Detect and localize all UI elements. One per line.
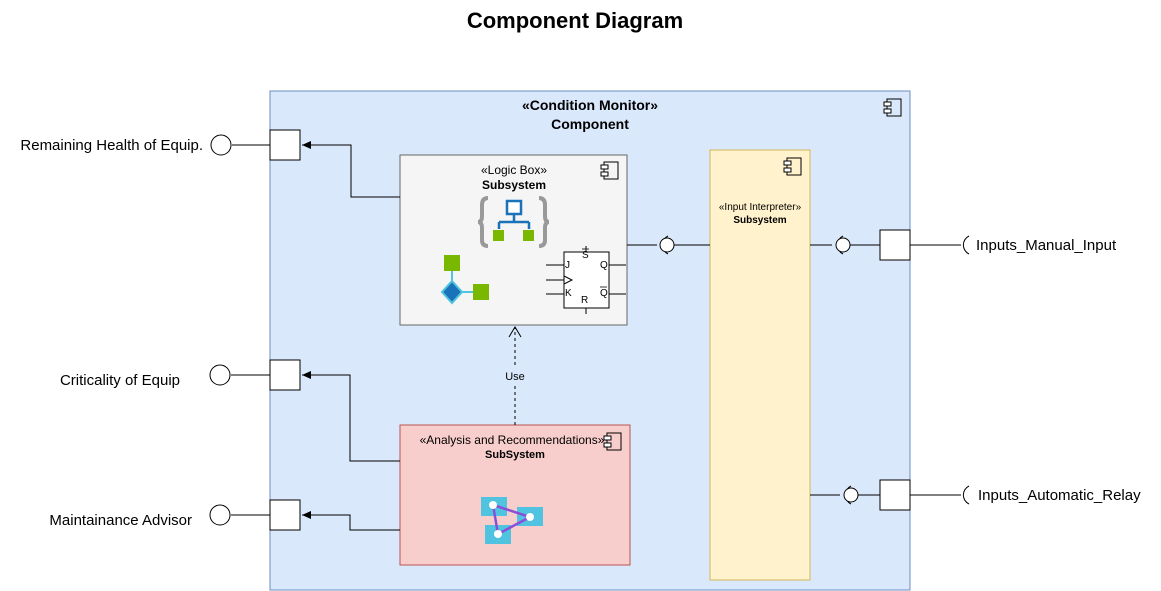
flip-flop-q-label: Q (600, 260, 608, 271)
port-manual-input[interactable] (879, 229, 911, 261)
port-criticality[interactable] (269, 359, 301, 391)
connector-analysis-to-maintainance[interactable] (302, 511, 400, 531)
connector-analysis-to-criticality[interactable] (302, 371, 400, 462)
provided-interface-ball[interactable] (659, 237, 675, 253)
provided-interface-lollipop[interactable] (209, 364, 231, 386)
logic-box-name: Subsystem (482, 178, 546, 192)
provided-interface-ball[interactable] (843, 487, 859, 503)
input-interpreter-stereotype: «Input Interpreter» (719, 202, 802, 213)
component-icon (883, 98, 902, 117)
decision-icon (440, 255, 489, 305)
interface-label-manual-input: Inputs_Manual_Input (976, 237, 1117, 254)
logic-box-stereotype: «Logic Box» (481, 163, 547, 177)
network-icon (481, 497, 543, 544)
logic-app-icon (477, 196, 550, 248)
interface-label-remaining-health: Remaining Health of Equip. (20, 137, 203, 154)
required-interface-socket[interactable] (962, 485, 970, 505)
analysis-subsystem[interactable] (399, 424, 631, 566)
connector-logic-to-health[interactable] (302, 141, 400, 198)
port-automatic-relay[interactable] (879, 479, 911, 511)
flip-flop-r-label: R (581, 295, 588, 306)
interface-label-automatic-relay: Inputs_Automatic_Relay (978, 487, 1141, 504)
input-interpreter-subsystem[interactable] (709, 149, 811, 581)
interface-label-criticality: Criticality of Equip (60, 372, 180, 389)
required-interface-socket[interactable] (962, 235, 970, 255)
flip-flop-j-label: J (565, 260, 570, 271)
provided-interface-ball[interactable] (835, 237, 851, 253)
use-label: Use (505, 371, 525, 383)
flip-flop-s-label: S (582, 250, 589, 261)
component-icon (600, 161, 619, 180)
port-remaining-health[interactable] (269, 129, 301, 161)
use-label-background (501, 368, 529, 384)
port-maintainance[interactable] (269, 499, 301, 531)
analysis-name: SubSystem (485, 449, 545, 461)
flip-flop-k-label: K (565, 288, 572, 299)
interface-label-maintainance: Maintainance Advisor (49, 512, 192, 529)
component-icon (783, 157, 802, 176)
flip-flop-qbar-label: Q (600, 288, 608, 299)
input-interpreter-name: Subsystem (733, 215, 786, 226)
condition-monitor-name: Component (551, 116, 629, 132)
flip-flop-icon: S J K Q Q R (546, 246, 626, 314)
diagram-title: Component Diagram (467, 8, 683, 33)
analysis-stereotype: «Analysis and Recommendations» (420, 433, 605, 447)
provided-interface-lollipop[interactable] (209, 504, 231, 526)
condition-monitor-stereotype: «Condition Monitor» (522, 97, 658, 113)
component-icon (603, 432, 622, 451)
provided-interface-lollipop[interactable] (210, 134, 232, 156)
